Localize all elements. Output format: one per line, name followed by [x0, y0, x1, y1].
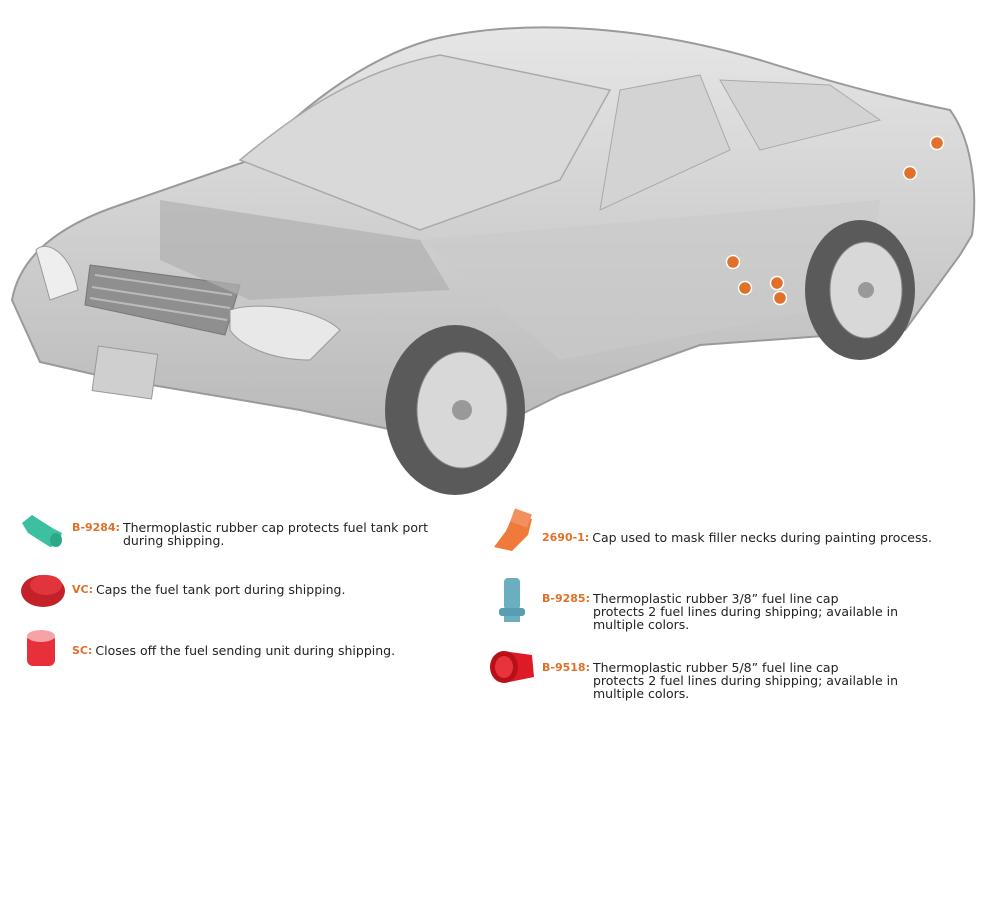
- red-line-cap-icon: [490, 651, 534, 683]
- part-code: B-9285:: [542, 592, 590, 605]
- callout-marker[interactable]: [769, 275, 785, 291]
- part-code: B-9284:: [72, 521, 120, 534]
- part-description: Closes off the fuel sending unit during …: [95, 643, 396, 658]
- red-round-cap-icon: [21, 575, 65, 607]
- callout-marker[interactable]: [725, 254, 741, 270]
- front-wheel: [385, 325, 525, 495]
- legend-item-sc: SC: Closes off the fuel sending unit dur…: [27, 630, 396, 666]
- legend-item-b9518: B-9518: Thermoplastic rubber 5/8” fuel l…: [490, 651, 899, 701]
- part-code: SC:: [72, 644, 93, 657]
- blue-line-cap-icon: [499, 578, 525, 622]
- legend-item-b9284: B-9284: Thermoplastic rubber cap protect…: [22, 515, 429, 548]
- part-description: Thermoplastic rubber 3/8” fuel line cap …: [592, 591, 899, 632]
- legend-item-b9285: B-9285: Thermoplastic rubber 3/8” fuel l…: [499, 578, 899, 632]
- rear-wheel: [805, 220, 915, 360]
- part-code: VC:: [72, 583, 93, 596]
- callout-marker[interactable]: [929, 135, 945, 151]
- part-description: Thermoplastic rubber 5/8” fuel line cap …: [592, 660, 899, 701]
- part-description: Cap used to mask filler necks during pai…: [592, 530, 932, 545]
- part-description: Caps the fuel tank port during shipping.: [96, 582, 346, 597]
- callout-marker[interactable]: [772, 290, 788, 306]
- legend-item-2690-1: 2690-1: Cap used to mask filler necks du…: [494, 508, 932, 551]
- legend-item-vc: VC: Caps the fuel tank port during shipp…: [21, 575, 346, 607]
- orange-cap-icon: [494, 508, 532, 551]
- callout-markers: [725, 135, 945, 306]
- car-body: [10, 26, 976, 442]
- car-cutaway-illustration: [10, 26, 976, 495]
- red-pink-plug-icon: [27, 630, 55, 666]
- callout-marker[interactable]: [737, 280, 753, 296]
- part-code: 2690-1:: [542, 531, 590, 544]
- part-description: Thermoplastic rubber cap protects fuel t…: [122, 520, 429, 548]
- teal-cap-icon: [22, 515, 62, 547]
- part-code: B-9518:: [542, 661, 590, 674]
- callout-marker[interactable]: [902, 165, 918, 181]
